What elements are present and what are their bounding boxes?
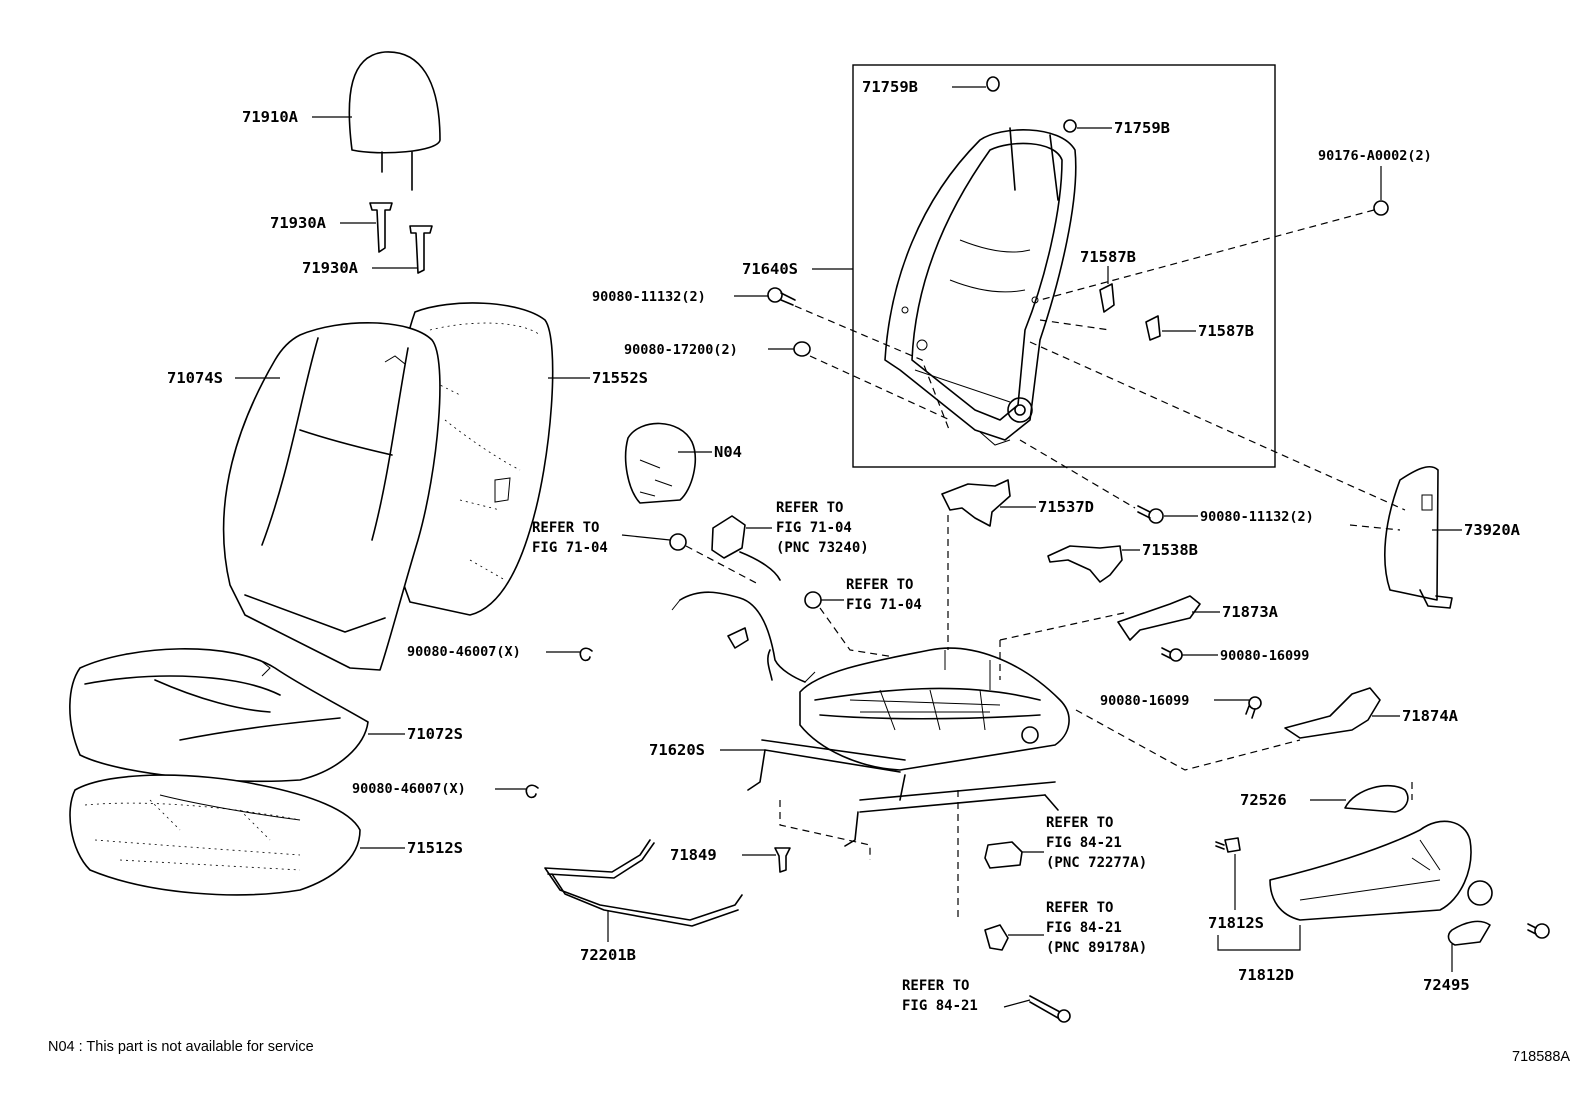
label-90176-a0002[interactable]: 90176-A0002(2) xyxy=(1318,148,1432,164)
bolt-ref-f-drawing[interactable] xyxy=(1029,995,1071,1023)
ref-f-line1: REFER TO xyxy=(902,978,969,994)
label-71587b-1[interactable]: 71587B xyxy=(1080,248,1136,266)
n04-part-drawing[interactable] xyxy=(624,422,696,504)
label-71072s[interactable]: 71072S xyxy=(407,725,463,743)
label-90080-11132-a[interactable]: 90080-11132(2) xyxy=(592,289,706,305)
label-71759b-2[interactable]: 71759B xyxy=(1114,119,1170,137)
seatback-cover-drawing[interactable] xyxy=(222,322,441,671)
ref-c-line2: FIG 71-04 xyxy=(846,597,922,613)
headrest-support-b-drawing[interactable] xyxy=(409,225,433,274)
ref-b-line3: (PNC 73240) xyxy=(776,540,869,556)
ref-block-f[interactable]: REFER TO FIG 84-21 xyxy=(902,978,978,1014)
headrest-support-a-drawing[interactable] xyxy=(369,202,393,253)
label-90080-11132-b[interactable]: 90080-11132(2) xyxy=(1200,509,1314,525)
hog-ring-2-drawing[interactable] xyxy=(525,784,539,799)
label-71759b-1[interactable]: 71759B xyxy=(862,78,918,96)
ref-block-d[interactable]: REFER TO FIG 84-21 (PNC 72277A) xyxy=(1046,815,1147,871)
label-71812s[interactable]: 71812S xyxy=(1208,914,1264,932)
diagram-id: 718588A xyxy=(1512,1049,1570,1065)
shield-71812d-drawing[interactable] xyxy=(1269,820,1493,921)
ref-block-e[interactable]: REFER TO FIG 84-21 (PNC 89178A) xyxy=(1046,900,1147,956)
part-89178a-drawing[interactable] xyxy=(984,924,1009,951)
bolt-90080-11132-b-drawing[interactable] xyxy=(1137,505,1164,524)
ref-c-line1: REFER TO xyxy=(846,577,913,593)
label-71910a[interactable]: 71910A xyxy=(242,108,299,126)
nut-90080-17200-drawing[interactable] xyxy=(793,341,811,357)
cap-2-drawing[interactable] xyxy=(1063,119,1077,133)
seatback-frame-box xyxy=(852,64,1276,468)
ref-d-line2: FIG 84-21 xyxy=(1046,835,1122,851)
label-71512s[interactable]: 71512S xyxy=(407,839,463,857)
ref-nut-a-drawing[interactable] xyxy=(669,533,687,551)
clip-2-drawing[interactable] xyxy=(1145,315,1161,341)
seatback-frame-drawing[interactable] xyxy=(884,127,1077,446)
lever-72495-drawing[interactable] xyxy=(1447,920,1550,946)
ref-block-c[interactable]: REFER TO FIG 71-04 xyxy=(846,577,922,613)
label-71930a-1[interactable]: 71930A xyxy=(270,214,327,232)
bracket-71537d-drawing[interactable] xyxy=(941,479,1011,527)
label-71587b-2[interactable]: 71587B xyxy=(1198,322,1254,340)
ref-e-line2: FIG 84-21 xyxy=(1046,920,1122,936)
ref-f-line2: FIG 84-21 xyxy=(902,998,978,1014)
label-72495[interactable]: 72495 xyxy=(1423,976,1470,994)
label-90080-46007-2[interactable]: 90080-46007(X) xyxy=(352,781,466,797)
knob-72526-drawing[interactable] xyxy=(1344,784,1409,813)
clip-1-drawing[interactable] xyxy=(1099,283,1115,313)
ref-e-line1: REFER TO xyxy=(1046,900,1113,916)
label-71873a[interactable]: 71873A xyxy=(1222,603,1279,621)
label-71552s[interactable]: 71552S xyxy=(592,369,648,387)
label-73920a[interactable]: 73920A xyxy=(1464,521,1521,539)
label-90080-16099-b[interactable]: 90080-16099 xyxy=(1100,693,1189,709)
label-71812d[interactable]: 71812D xyxy=(1238,966,1294,984)
ref-d-line3: (PNC 72277A) xyxy=(1046,855,1147,871)
nut-90176-a0002-drawing[interactable] xyxy=(1373,200,1389,216)
bolt-90080-11132-a-drawing[interactable] xyxy=(767,287,796,306)
ref-b-line1: REFER TO xyxy=(776,500,843,516)
label-71620s[interactable]: 71620S xyxy=(649,741,705,759)
headrest-drawing[interactable] xyxy=(348,51,441,191)
ref-a-line2: FIG 71-04 xyxy=(532,540,608,556)
ref-e-line3: (PNC 89178A) xyxy=(1046,940,1147,956)
ref-d-line1: REFER TO xyxy=(1046,815,1113,831)
wire-72201b-drawing[interactable] xyxy=(544,839,743,927)
bracket-71538b-drawing[interactable] xyxy=(1047,545,1123,583)
label-71874a[interactable]: 71874A xyxy=(1402,707,1459,725)
label-n04[interactable]: N04 xyxy=(714,443,742,461)
screw-90080-16099-b-drawing[interactable] xyxy=(1245,696,1262,719)
ref-a-line1: REFER TO xyxy=(532,520,599,536)
part-72277a-drawing[interactable] xyxy=(984,841,1023,869)
side-airbag-drawing[interactable] xyxy=(1384,465,1453,609)
fastener-71812s-drawing[interactable] xyxy=(1215,837,1241,853)
cap-1-drawing[interactable] xyxy=(986,76,1000,92)
label-90080-46007-1[interactable]: 90080-46007(X) xyxy=(407,644,521,660)
label-72201b[interactable]: 72201B xyxy=(580,946,636,964)
ref-block-b[interactable]: REFER TO FIG 71-04 (PNC 73240) xyxy=(776,500,869,556)
cover-71874a-drawing[interactable] xyxy=(1284,687,1381,739)
screw-90080-16099-a-drawing[interactable] xyxy=(1161,647,1183,662)
ref-nut-c-drawing[interactable] xyxy=(804,591,822,609)
label-90080-17200[interactable]: 90080-17200(2) xyxy=(624,342,738,358)
label-71640s[interactable]: 71640S xyxy=(742,260,798,278)
label-71849[interactable]: 71849 xyxy=(670,846,717,864)
cover-71873a-drawing[interactable] xyxy=(1117,595,1201,641)
cushion-pad-drawing[interactable] xyxy=(69,774,361,896)
ref-b-line2: FIG 71-04 xyxy=(776,520,852,536)
cushion-cover-drawing[interactable] xyxy=(69,648,369,783)
label-71538b[interactable]: 71538B xyxy=(1142,541,1198,559)
label-71537d[interactable]: 71537D xyxy=(1038,498,1094,516)
ref-block-a[interactable]: REFER TO FIG 71-04 xyxy=(532,520,608,556)
buckle-harness-drawing[interactable] xyxy=(671,515,816,683)
label-71930a-2[interactable]: 71930A xyxy=(302,259,359,277)
seat-adjuster-drawing[interactable] xyxy=(747,647,1070,847)
clip-71849-drawing[interactable] xyxy=(774,847,791,873)
label-72526[interactable]: 72526 xyxy=(1240,791,1287,809)
footer-note: N04 : This part is not available for ser… xyxy=(48,1039,314,1055)
label-71074s[interactable]: 71074S xyxy=(167,369,223,387)
label-90080-16099-a[interactable]: 90080-16099 xyxy=(1220,648,1309,664)
hog-ring-1-drawing[interactable] xyxy=(579,647,593,662)
